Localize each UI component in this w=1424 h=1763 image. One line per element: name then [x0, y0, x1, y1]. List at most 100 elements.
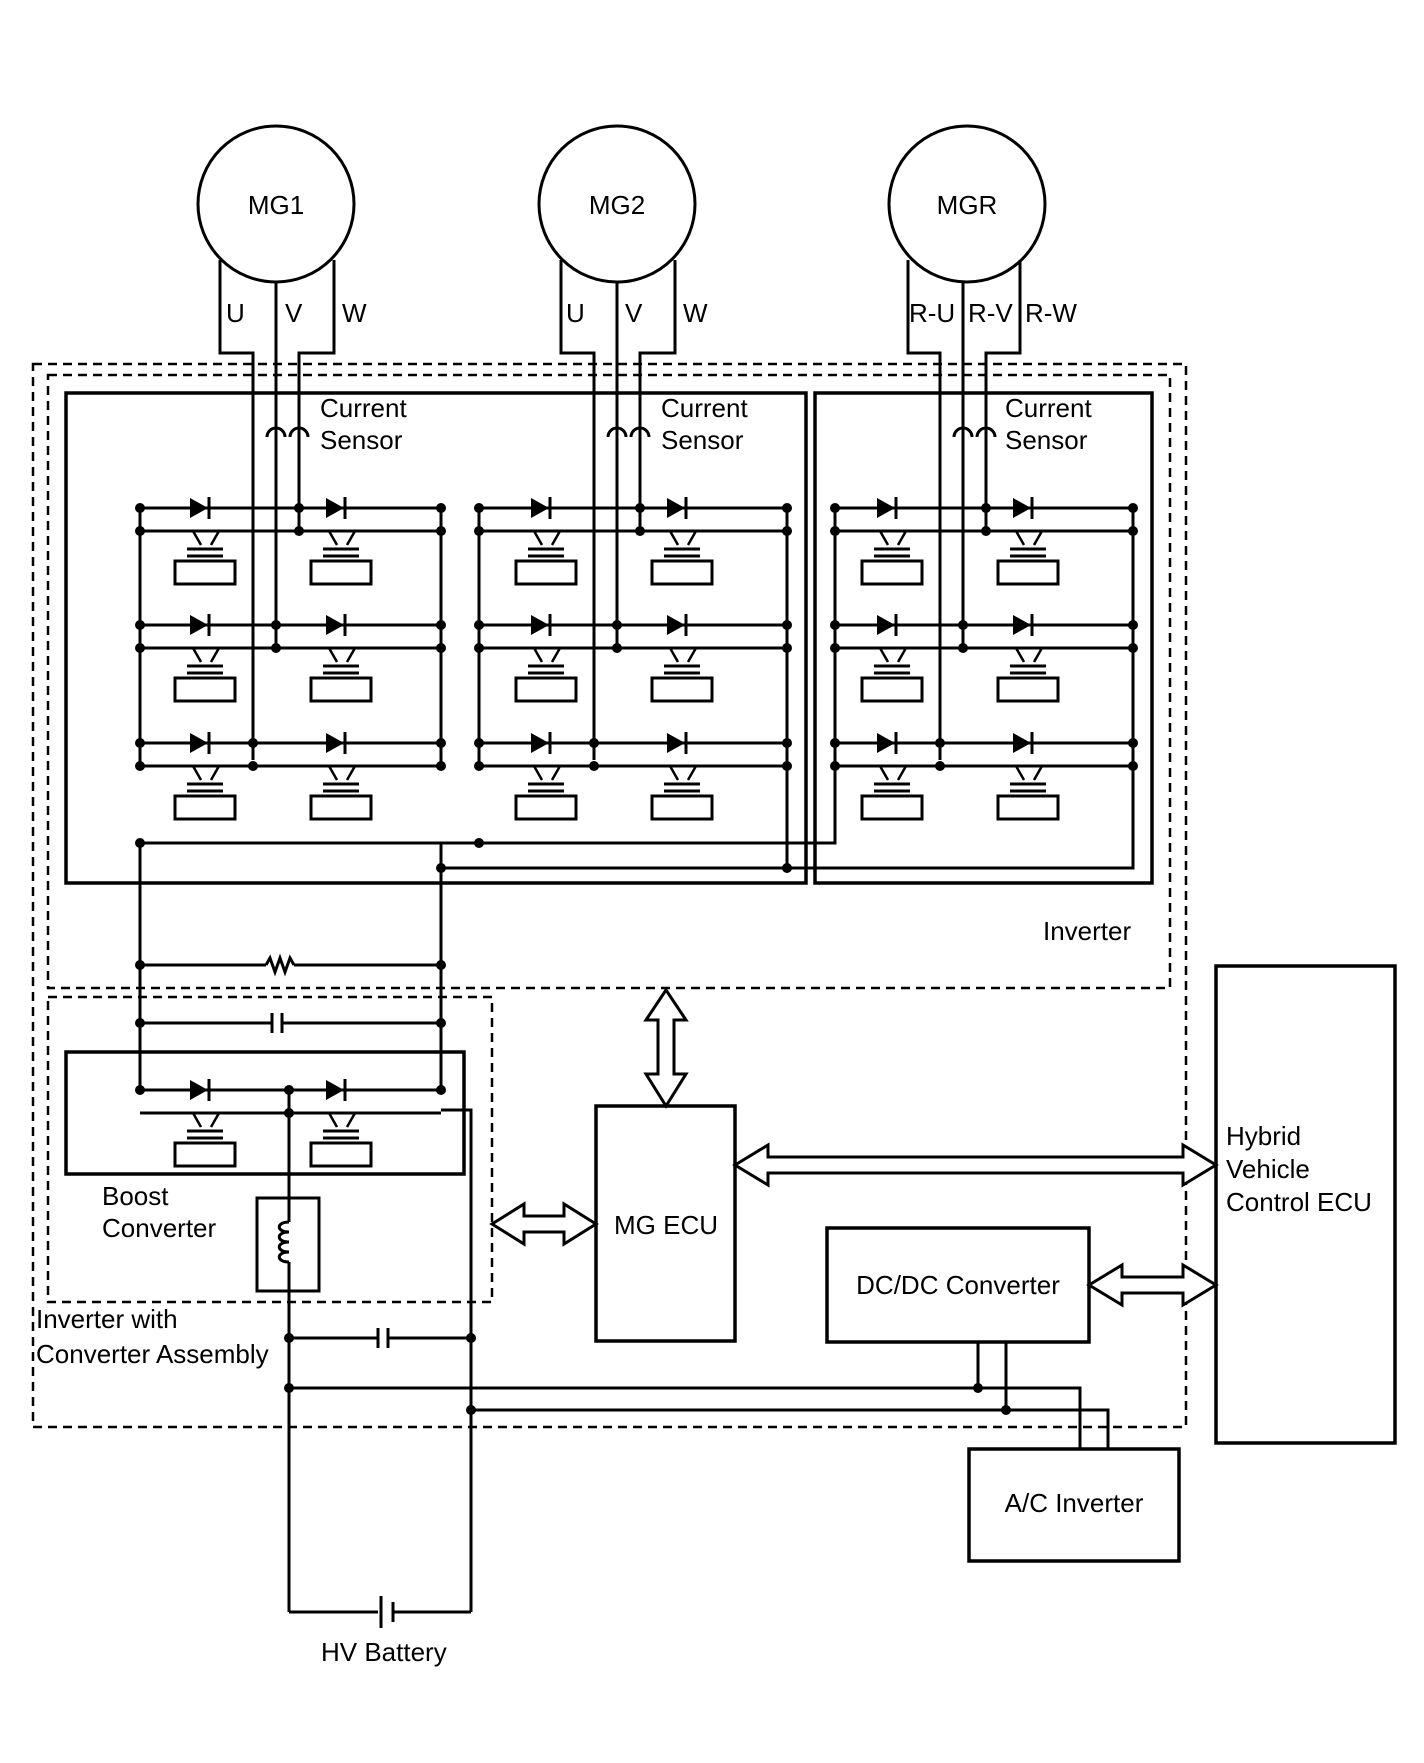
mg1-row2-r2-junction — [436, 761, 446, 771]
boost-right-igbt-leads — [301, 1111, 381, 1128]
boost-left-igbt-gate-box — [173, 1141, 237, 1168]
mg1-row1-left-igbt-icon — [187, 664, 223, 675]
mg1-row0-r2-junction — [436, 526, 446, 536]
hybrid-ecu-box — [1214, 964, 1397, 1445]
mg1-row1-right-igbt-icon — [323, 664, 359, 675]
boost-converter-label-1: Boost — [102, 1181, 169, 1211]
assembly-dashed-border — [31, 362, 1188, 1429]
current-sensor-mg2-label-1: Current — [661, 393, 748, 423]
mg1-row1-left-igbt-leads — [165, 646, 245, 663]
ac-inverter-label: A/C Inverter — [1005, 1488, 1144, 1518]
mg1-row0-right-igbt-icon — [323, 547, 359, 558]
boost-left-igbt-icon — [187, 1129, 223, 1140]
current-sensor-mg1-label-2: Sensor — [320, 425, 403, 455]
mg2-row0-left-igbt-icon — [528, 547, 564, 558]
mg1-row0-m1-junction — [294, 503, 304, 513]
mgr-row1-left-igbt-leads — [852, 646, 932, 663]
resistor-icon — [264, 953, 296, 977]
mg1-row2-right-igbt-icon — [323, 782, 359, 793]
mg2-row2-l2-junction — [474, 761, 484, 771]
mgr-row0-right-igbt-leads — [988, 529, 1068, 546]
mg2-phase-u-label: U — [566, 298, 585, 328]
bus-resistor-capacitor — [135, 843, 446, 1090]
mgr-row0-r1-junction — [1128, 503, 1138, 513]
mg1-row1-l2-junction — [135, 643, 145, 653]
mg1-row0-right-igbt-gate-box — [309, 559, 373, 586]
mg2-row0-right-igbt-leads — [642, 529, 722, 546]
mgr-row1-right-igbt-gate-box — [996, 676, 1060, 703]
mgr-row0-right-igbt-gate-box — [996, 559, 1060, 586]
assembly-label-2: Converter Assembly — [36, 1339, 269, 1369]
mg2-row0-right-igbt-icon — [664, 547, 700, 558]
mg1-row2-left-igbt-leads — [165, 764, 245, 781]
mg2-phase-w-label: W — [683, 298, 708, 328]
mg2-row1-left-igbt-leads — [506, 646, 586, 663]
mg1-row1-right-igbt-leads — [301, 646, 381, 663]
mg-ecu-hybrid-ecu-arrow-icon — [732, 1142, 1219, 1188]
mgr-row1-left-igbt-gate-box — [860, 676, 924, 703]
hybrid-ecu-label-1: Hybrid — [1226, 1121, 1301, 1151]
mgr-row1-left-igbt-icon — [874, 664, 910, 675]
mg2-row2-right-igbt-icon — [664, 782, 700, 793]
mg2-row2-left-diode-icon — [531, 733, 549, 753]
motor-mgr-circle — [887, 124, 1047, 284]
current-sensor-mg1-label-1: Current — [320, 393, 407, 423]
communication-arrows — [489, 987, 1219, 1308]
mg1-row0-right-igbt-leads — [301, 529, 381, 546]
mg2-row2-right-igbt-gate-box — [650, 794, 714, 821]
inverter-module-mg1-mg2 — [64, 391, 808, 885]
motor-mg2: MG2 U V W — [537, 124, 708, 328]
mg2-row2-right-diode-icon — [667, 733, 685, 753]
mg1-row1-right-igbt-gate-box — [309, 676, 373, 703]
mgr-row1-right-diode-icon — [1013, 615, 1031, 635]
mg2-row1-right-igbt-gate-box — [650, 676, 714, 703]
hybrid-ecu-label-2: Vehicle — [1226, 1154, 1310, 1184]
mg1-row1-l1-junction — [135, 620, 145, 630]
mg1-row2-l1-junction — [135, 738, 145, 748]
mg1-row1-m1-junction — [271, 620, 281, 630]
mgr-row2-m1-junction — [935, 738, 945, 748]
boost-right-igbt-gate-box — [309, 1141, 373, 1168]
mgr-row2-left-diode-icon — [877, 733, 895, 753]
assembly-label-1: Inverter with — [36, 1304, 178, 1334]
boost-right-diode-icon — [326, 1080, 344, 1100]
mgr-row0-left-diode-icon — [877, 498, 895, 518]
mg1-row2-left-igbt-gate-box — [173, 794, 237, 821]
mg1-row1-left-diode-icon — [190, 615, 208, 635]
boost-left-diode-icon — [190, 1080, 208, 1100]
mg1-row0-left-igbt-leads — [165, 529, 245, 546]
current-sensor-mgr-label-2: Sensor — [1005, 425, 1088, 455]
inductor-icon — [277, 1220, 290, 1264]
mg2-row0-right-igbt-gate-box — [650, 559, 714, 586]
mg2-row2-left-igbt-leads — [506, 764, 586, 781]
mgr-row2-right-igbt-leads — [988, 764, 1068, 781]
battery-icon — [379, 1596, 395, 1628]
mg1-row0-r1-junction — [436, 503, 446, 513]
mg1-row2-right-igbt-leads — [301, 764, 381, 781]
mgr-row2-m2-junction — [935, 761, 945, 771]
mg1-row2-left-diode-icon — [190, 733, 208, 753]
current-sensor-mg1-icon — [265, 426, 310, 438]
inverter-mg-ecu-arrow-icon — [643, 987, 689, 1109]
mg1-row0-left-igbt-gate-box — [173, 559, 237, 586]
hybrid-ecu-label-3: Control ECU — [1226, 1187, 1372, 1217]
mgr-row2-left-igbt-leads — [852, 764, 932, 781]
mg1-row0-right-diode-icon — [326, 498, 344, 518]
inverter-dashed-border — [46, 373, 1172, 990]
mg2-row0-m1-junction — [635, 503, 645, 513]
mg2-phase-v-label: V — [625, 298, 643, 328]
mg1-row1-left-igbt-gate-box — [173, 676, 237, 703]
mgr-row0-left-igbt-gate-box — [860, 559, 924, 586]
mgr-row0-m2-junction — [981, 526, 991, 536]
dcdc-converter-label: DC/DC Converter — [856, 1270, 1060, 1300]
motor-mg1-label: MG1 — [248, 190, 304, 220]
dc-bus-rails — [135, 508, 1135, 873]
inverter-label: Inverter — [1043, 916, 1131, 946]
mg1-row2-right-igbt-gate-box — [309, 794, 373, 821]
mg2-row0-l2-junction — [474, 526, 484, 536]
mgr-phase-w-label: R-W — [1025, 298, 1077, 328]
mg2-row2-left-igbt-icon — [528, 782, 564, 793]
hv-battery: HV Battery — [289, 1596, 471, 1667]
mg2-row0-m2-junction — [635, 526, 645, 536]
boost-left-igbt-leads — [165, 1111, 245, 1128]
